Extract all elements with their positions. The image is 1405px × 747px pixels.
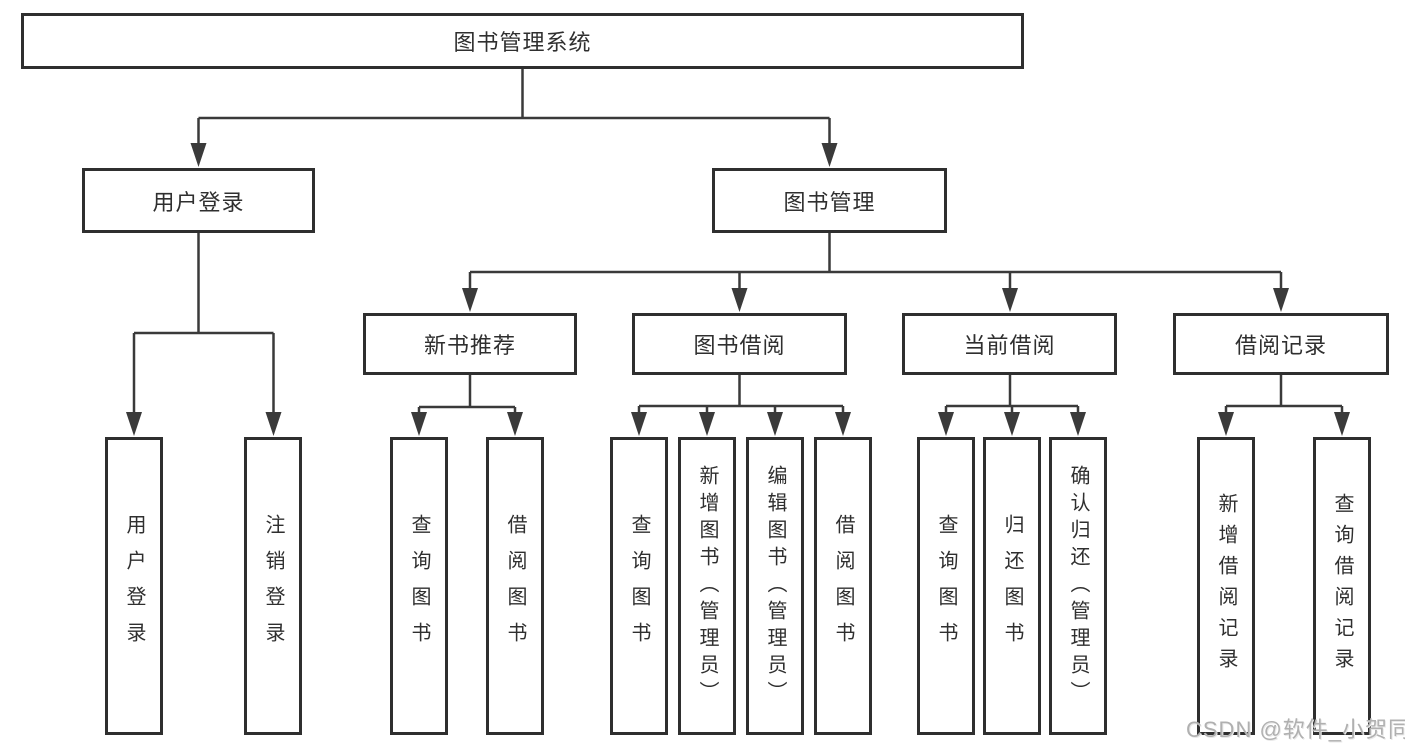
arrowhead-icons: [126, 143, 1350, 436]
leaf-confirm-return-admin: 确认归还（管理员）: [1049, 437, 1107, 735]
node-book-management: 图书管理: [712, 168, 947, 233]
leaf-edit-books-admin: 编辑图书（管理员）: [746, 437, 804, 735]
leaf-query-books-recommend: 查询图书: [390, 437, 448, 735]
node-book-borrowing: 图书借阅: [632, 313, 847, 375]
node-borrow-records: 借阅记录: [1173, 313, 1389, 375]
leaf-borrow-books-borrowing: 借阅图书: [814, 437, 872, 735]
leaf-add-books-admin: 新增图书（管理员）: [678, 437, 736, 735]
node-current-borrowing: 当前借阅: [902, 313, 1117, 375]
leaf-return-books: 归还图书: [983, 437, 1041, 735]
leaf-query-books-current: 查询图书: [917, 437, 975, 735]
leaf-logout: 注销登录: [244, 437, 302, 735]
node-root-system: 图书管理系统: [21, 13, 1024, 69]
leaf-user-login: 用户登录: [105, 437, 163, 735]
node-new-book-recommend: 新书推荐: [363, 313, 577, 375]
leaf-query-books-borrowing: 查询图书: [610, 437, 668, 735]
node-user-login: 用户登录: [82, 168, 315, 233]
leaf-query-borrow-record: 查询借阅记录: [1313, 437, 1371, 735]
csdn-watermark: CSDN @软件_小贺同学: [1186, 717, 1405, 742]
leaf-add-borrow-record: 新增借阅记录: [1197, 437, 1255, 735]
leaf-borrow-books-recommend: 借阅图书: [486, 437, 544, 735]
